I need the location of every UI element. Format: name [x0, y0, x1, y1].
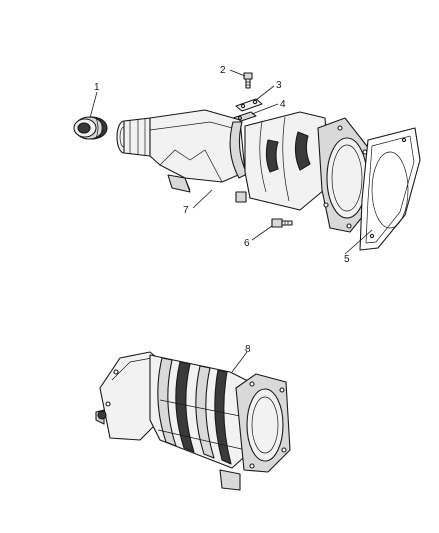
- callout-8: 8: [245, 344, 251, 355]
- part-2-bolt: [243, 72, 253, 89]
- callout-6: 6: [244, 238, 250, 249]
- callout-7: 7: [183, 205, 189, 216]
- part-8-transmission-case: [95, 351, 291, 491]
- callout-labels: 1 2 3 4 5 6 7 8: [94, 65, 350, 355]
- callout-4: 4: [280, 99, 286, 110]
- part-6-bolt: [271, 218, 293, 228]
- part-1-seal: [73, 116, 108, 140]
- callout-3: 3: [276, 80, 282, 91]
- part-7-extension-housing: [116, 109, 373, 233]
- part-3-bracket: [235, 98, 263, 112]
- callout-2: 2: [220, 65, 226, 76]
- part-5-gasket: [359, 127, 421, 251]
- leader-lines: [89, 69, 373, 373]
- callout-1: 1: [94, 82, 100, 93]
- callout-5: 5: [344, 254, 350, 265]
